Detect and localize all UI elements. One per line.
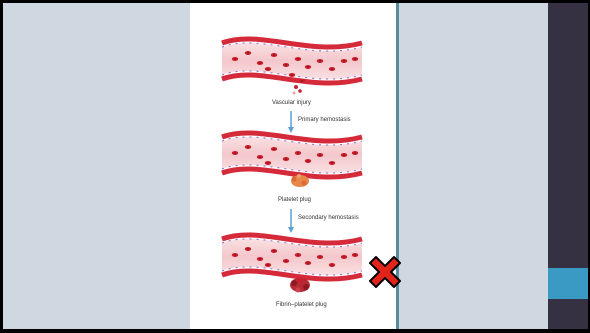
label-vascular-injury: Vascular injury: [272, 100, 311, 106]
vessel-1: [222, 39, 362, 95]
right-background-panel: [399, 3, 548, 329]
vessel-2: [222, 133, 362, 187]
label-platelet-plug: Platelet plug: [278, 197, 311, 203]
label-fibrin-platelet-plug: Fibrin–platelet plug: [276, 302, 327, 308]
label-primary-hemostasis: Primary hemostasis: [298, 117, 351, 123]
accent-bar: [548, 268, 588, 299]
arrow-2: [288, 209, 294, 233]
vessel-3: [222, 235, 362, 293]
arrow-1: [288, 111, 294, 133]
close-x-icon: [364, 251, 406, 293]
label-secondary-hemostasis: Secondary hemostasis: [298, 215, 359, 221]
left-background-panel: [3, 3, 190, 329]
